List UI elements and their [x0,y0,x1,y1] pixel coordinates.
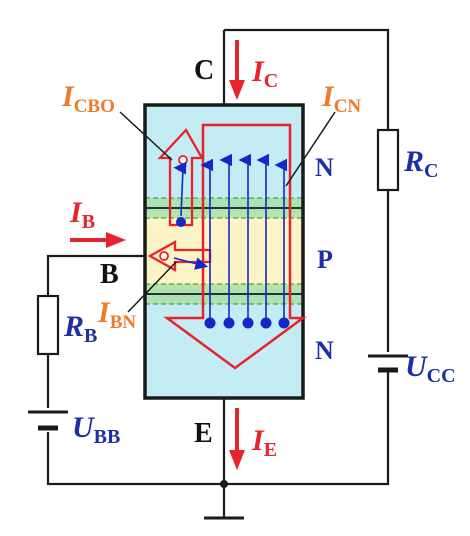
battery-ucc [368,354,408,373]
icbo-electron [176,217,186,227]
emitter-electrons [204,317,290,329]
icn-leader-line [285,111,336,187]
icn-label: ICN [321,80,361,117]
hole-carrier [178,155,188,165]
terminal-b-label: B [100,259,119,290]
region-p-label: P [317,245,333,274]
battery-ubb [28,410,68,431]
base-wire [46,254,145,296]
ucc-label: UCC [405,350,456,387]
ibn-electron-path [173,257,209,270]
transistor-outline [143,103,305,400]
junction-edges [145,197,303,305]
ib-label: IB [69,196,95,233]
resistor-rc [376,128,400,192]
terminal-e-label: E [194,418,213,449]
ib-arrow [70,232,126,248]
rb-label: RB [63,310,97,347]
ground-return-wire [46,372,390,486]
ic-label: IC [251,55,278,92]
region-n-top-label: N [315,153,334,182]
region-n-bottom-label: N [315,336,334,365]
ie-label: IE [251,424,277,461]
icbo-electron-path [173,161,187,217]
ibn-leader-line [127,261,177,313]
icbo-flow-arrow [157,128,204,227]
ic-arrow [229,40,245,100]
ie-arrow [229,408,245,470]
resistor-rb [36,294,60,356]
ubb-label: UBB [72,411,120,448]
rc-label: RC [403,145,438,182]
ground-junction-dot [220,480,228,488]
terminal-c-label: C [194,55,214,86]
ibn-hole-carrier [159,251,169,261]
icn-flow-arrow [163,123,307,370]
wiring [46,28,390,520]
collector-wire [224,28,390,130]
electron-drift-lines [200,153,288,320]
ibn-label: IBN [97,296,136,333]
base-region [145,212,303,290]
icbo-label: ICBO [61,80,115,117]
icbo-leader-line [119,111,173,161]
